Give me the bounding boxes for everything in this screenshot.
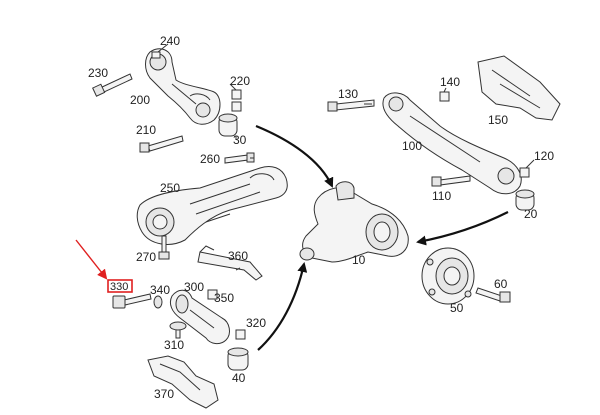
- bolt-230: [92, 73, 133, 97]
- callout-150: 150: [488, 113, 508, 127]
- bushing-20: [515, 189, 535, 211]
- callout-130: 130: [338, 87, 358, 101]
- bolt-270: [158, 235, 170, 260]
- callout-270: 270: [136, 250, 156, 264]
- callout-50: 50: [450, 301, 464, 315]
- callout-200: 200: [130, 93, 150, 107]
- knuckle-10: [299, 181, 409, 263]
- nut-140: [439, 91, 450, 102]
- callout-140: 140: [440, 75, 460, 89]
- highlight-box-330: [107, 279, 133, 293]
- callout-350: 350: [214, 291, 234, 305]
- bolt-130: [327, 99, 375, 112]
- bushing-40: [227, 347, 249, 371]
- callout-310: 310: [164, 338, 184, 352]
- bolt-310: [169, 321, 187, 339]
- callout-20: 20: [524, 207, 538, 221]
- callout-320: 320: [246, 316, 266, 330]
- callout-120: 120: [534, 149, 554, 163]
- callout-110: 110: [432, 189, 451, 203]
- bracket-370: [147, 355, 219, 409]
- nut-350: [207, 289, 218, 300]
- leader-lines: [157, 43, 535, 271]
- arrow-to-knuckle-upper: [255, 124, 334, 188]
- bolt-330: [112, 293, 152, 309]
- bushing-30: [218, 113, 238, 137]
- callout-100: 100: [402, 139, 422, 153]
- bushing-240: [151, 51, 161, 59]
- callout-230: 230: [88, 66, 108, 80]
- nut-220: [231, 89, 242, 112]
- link-300: [169, 289, 230, 345]
- link-360: [197, 245, 263, 281]
- shield-150: [477, 55, 561, 121]
- red-pointer-arrow: [75, 239, 108, 280]
- arrow-to-knuckle-right: [416, 211, 509, 246]
- callout-330: 330: [110, 281, 128, 293]
- bolt-110: [431, 175, 471, 187]
- bolt-260: [224, 152, 255, 164]
- lower-control-arm-250: [136, 165, 288, 245]
- callout-30: 30: [233, 133, 247, 147]
- upper-control-arm-200: [145, 48, 221, 125]
- callout-360: 360: [228, 249, 248, 263]
- callout-370: 370: [154, 387, 174, 401]
- bolt-210: [139, 135, 184, 153]
- callout-300: 300: [184, 280, 204, 294]
- callout-220: 220: [230, 74, 250, 88]
- washer-340: [153, 295, 163, 309]
- callout-340: 340: [150, 283, 170, 297]
- wheel-hub-50: [421, 247, 475, 305]
- callout-260: 260: [200, 152, 220, 166]
- bolt-60: [475, 287, 511, 303]
- callout-10: 10: [352, 253, 366, 267]
- arrow-to-knuckle-lower: [257, 262, 308, 351]
- callout-210: 210: [136, 123, 156, 137]
- callout-250: 250: [160, 181, 180, 195]
- nut-320: [235, 329, 246, 340]
- callout-240: 240: [160, 34, 180, 48]
- nut-120: [519, 167, 530, 178]
- callout-40: 40: [232, 371, 246, 385]
- callout-60: 60: [494, 277, 508, 291]
- upper-arm-100: [382, 92, 522, 195]
